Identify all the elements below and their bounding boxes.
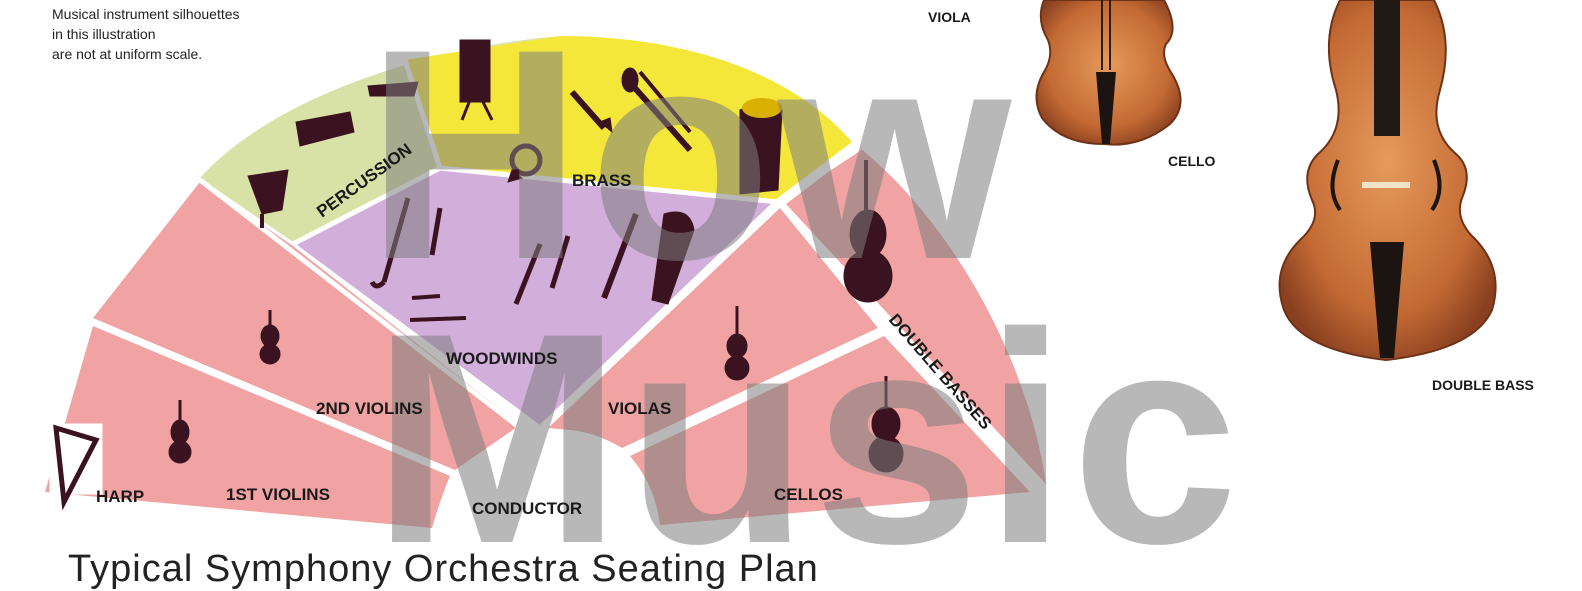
label-woodwinds: WOODWINDS	[446, 349, 557, 368]
label-cello: CELLO	[1168, 153, 1216, 169]
label-cellos: CELLOS	[774, 485, 843, 504]
viola-picture	[1036, 0, 1180, 145]
scale-note: Musical instrument silhouettes in this i…	[52, 4, 240, 64]
orchestra-seating-diagram: How Music PERCUSSION BRASS WOODWINDS 2ND…	[0, 0, 1582, 575]
label-first-violins: 1ST VIOLINS	[226, 485, 330, 504]
label-viola: VIOLA	[928, 9, 971, 25]
scale-note-line-3: are not at uniform scale.	[52, 44, 240, 64]
label-second-violins: 2ND VIOLINS	[316, 399, 423, 418]
label-harp: HARP	[96, 487, 144, 506]
scale-note-line-2: in this illustration	[52, 24, 240, 44]
double-bass-picture	[1280, 0, 1496, 360]
diagram-caption: Typical Symphony Orchestra Seating Plan	[68, 548, 819, 591]
label-brass: BRASS	[572, 171, 632, 190]
watermark-line-2: Music	[372, 270, 1242, 575]
scale-note-line-1: Musical instrument silhouettes	[52, 4, 240, 24]
label-conductor: CONDUCTOR	[472, 499, 582, 518]
label-double-bass: DOUBLE BASS	[1432, 377, 1534, 393]
label-violas: VIOLAS	[608, 399, 671, 418]
harp-silhouette	[50, 424, 102, 502]
